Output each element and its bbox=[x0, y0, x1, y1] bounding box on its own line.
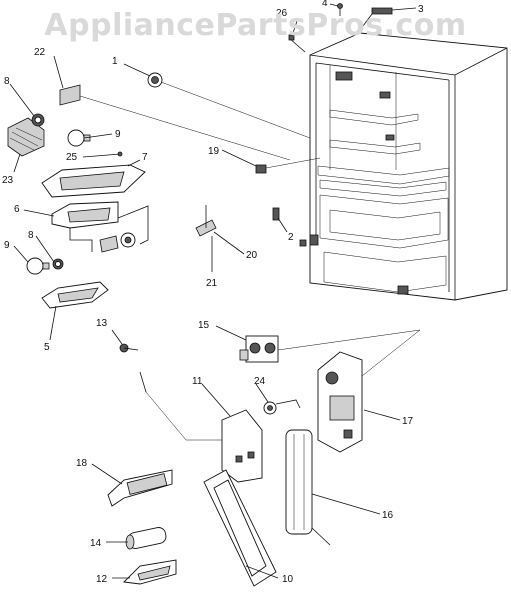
callout-8a: 8 bbox=[4, 76, 10, 87]
part-11-bracket bbox=[221, 409, 263, 483]
callout-15: 15 bbox=[198, 320, 210, 331]
part-17-ice-maker bbox=[317, 329, 421, 453]
part-20-bracket bbox=[195, 205, 217, 258]
part-8-socket-lower bbox=[52, 258, 64, 270]
callout-25: 25 bbox=[66, 152, 78, 163]
callout-18: 18 bbox=[76, 458, 88, 469]
part-14-filter bbox=[125, 527, 167, 550]
callout-23: 23 bbox=[2, 175, 14, 186]
callout-1: 1 bbox=[112, 56, 118, 67]
callout-12: 12 bbox=[96, 574, 108, 585]
callout-8b: 8 bbox=[28, 230, 34, 241]
callout-11: 11 bbox=[192, 376, 203, 387]
part-18-filter-housing bbox=[107, 469, 173, 507]
callout-10: 10 bbox=[282, 574, 294, 585]
callout-7: 7 bbox=[142, 152, 148, 163]
callout-labels: 1 2 3 4 5 6 7 8 8 9 9 10 11 12 13 14 15 … bbox=[2, 0, 424, 585]
callout-13: 13 bbox=[96, 318, 108, 329]
part-12-cap bbox=[123, 559, 177, 585]
part-15-water-valve bbox=[239, 329, 421, 363]
callout-14: 14 bbox=[90, 538, 102, 549]
callout-9a: 9 bbox=[115, 129, 121, 140]
leader-lines bbox=[9, 3, 417, 579]
part-2-clip bbox=[272, 207, 280, 221]
callout-5: 5 bbox=[44, 342, 50, 353]
part-5-lens-cover bbox=[41, 281, 109, 309]
part-3-hinge bbox=[359, 7, 393, 31]
callout-21: 21 bbox=[206, 278, 218, 289]
light-socket-assembly bbox=[69, 205, 149, 253]
callout-4: 4 bbox=[322, 0, 328, 9]
part-6-light-cover bbox=[51, 201, 119, 229]
part-25-screw bbox=[95, 151, 123, 157]
watermark: AppliancePartsPros.com bbox=[44, 7, 467, 43]
part-19-thermistor bbox=[255, 157, 321, 174]
callout-20: 20 bbox=[246, 250, 258, 261]
part-1-sensor bbox=[147, 72, 311, 139]
part-26-screw bbox=[288, 34, 306, 53]
part-23-lens bbox=[7, 117, 45, 157]
part-7-light-housing bbox=[41, 164, 146, 198]
part-10-panel bbox=[203, 469, 277, 587]
callout-9b: 9 bbox=[4, 240, 10, 251]
callout-16: 16 bbox=[382, 510, 394, 521]
part-16-fill-tube bbox=[285, 429, 331, 546]
callout-6: 6 bbox=[14, 204, 20, 215]
part-24-fitting bbox=[263, 399, 301, 415]
callout-2: 2 bbox=[288, 232, 294, 243]
callout-3: 3 bbox=[418, 4, 424, 15]
part-9-bulb-lower bbox=[26, 257, 50, 275]
callout-17: 17 bbox=[402, 416, 414, 427]
refrigerator-cabinet bbox=[299, 32, 508, 301]
part-22-label bbox=[59, 84, 291, 161]
callout-22: 22 bbox=[34, 47, 46, 58]
callout-26: 26 bbox=[276, 8, 288, 19]
callout-19: 19 bbox=[208, 146, 220, 157]
part-8-socket-top bbox=[31, 113, 45, 127]
callout-24: 24 bbox=[254, 376, 266, 387]
